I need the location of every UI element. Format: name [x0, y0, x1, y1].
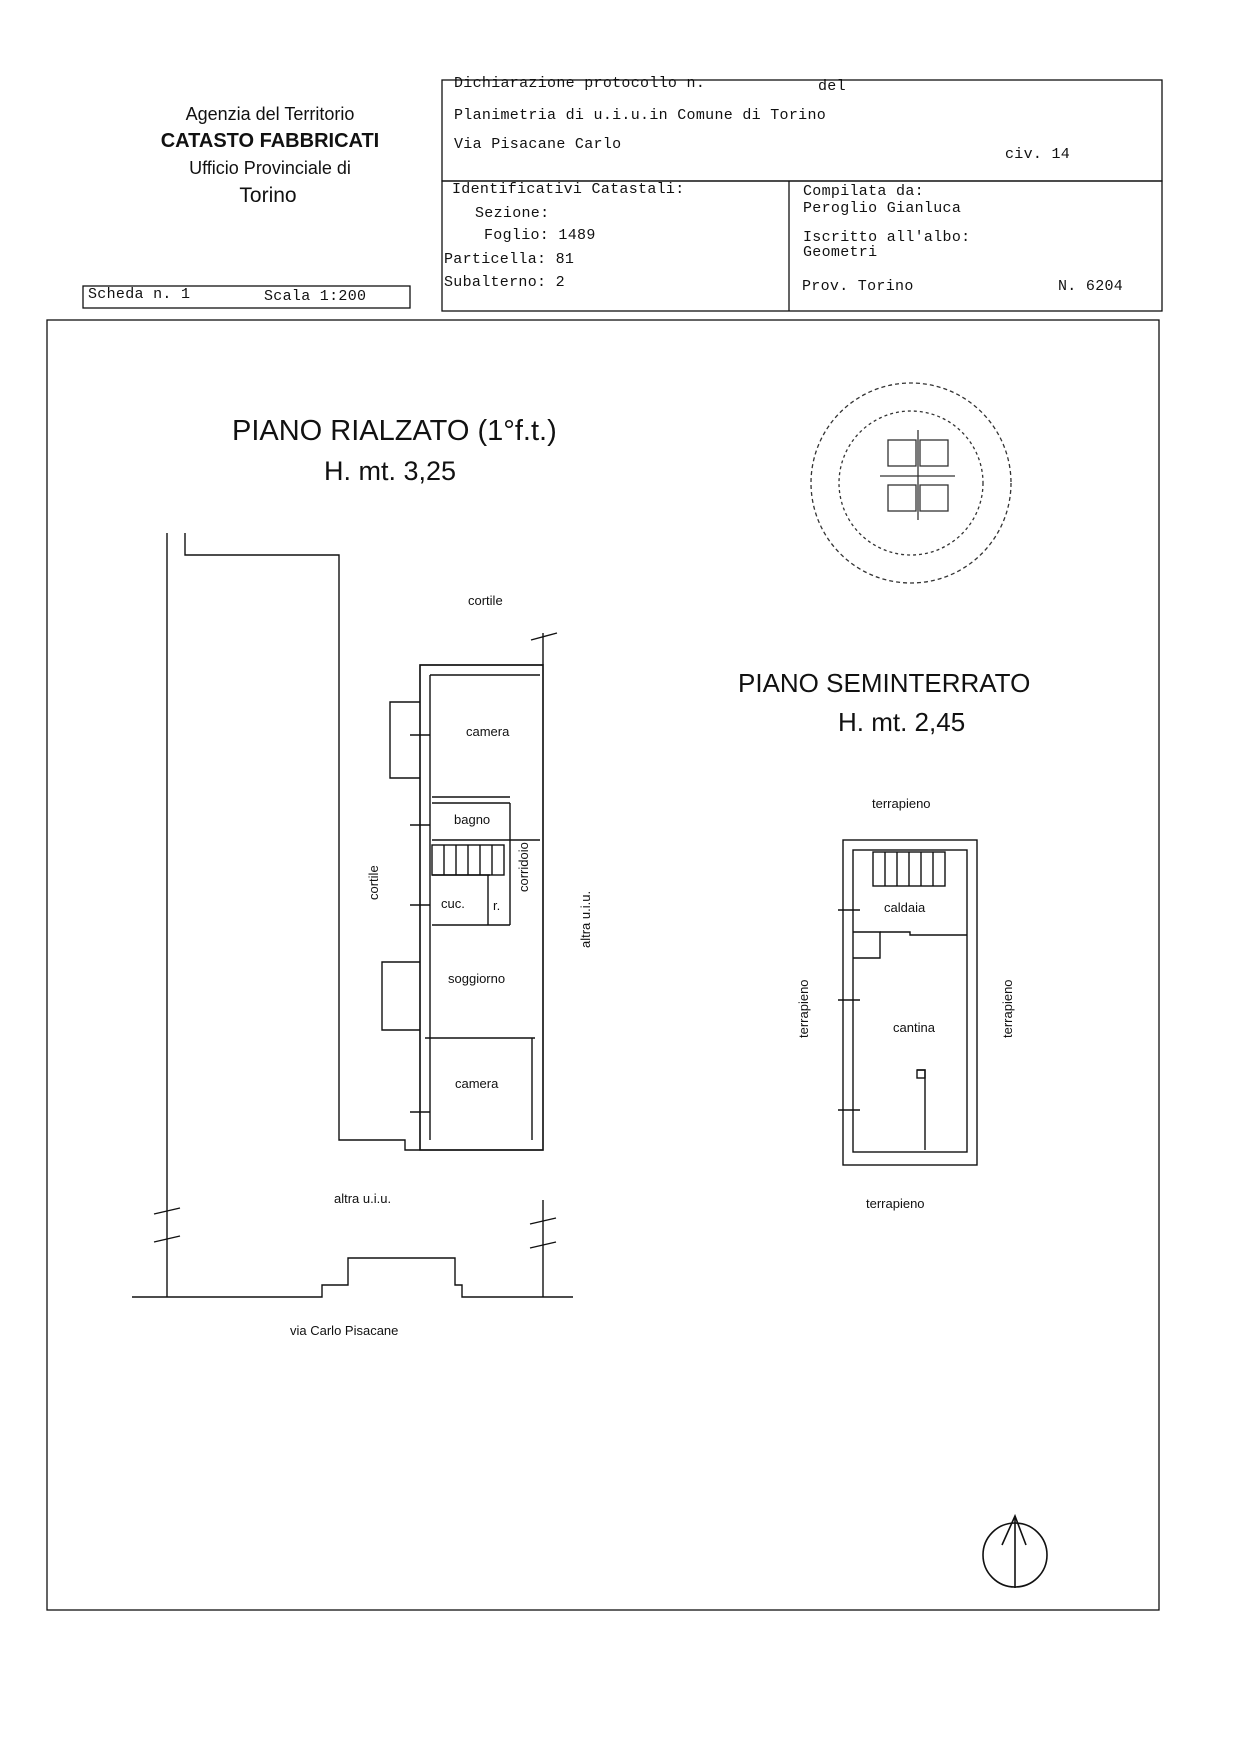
label-cuc: cuc. [441, 896, 465, 911]
compiler-name: Peroglio Gianluca [803, 200, 962, 217]
registration-number: N. 6204 [1058, 278, 1124, 295]
iscritto-label: Iscritto all'albo: [803, 229, 971, 246]
header-bottom-box [441, 180, 1163, 312]
north-arrow-icon [982, 1513, 1048, 1588]
label-caldaia: caldaia [884, 900, 926, 915]
albo-value: Geometri [803, 244, 878, 261]
label-terrapieno-left: terrapieno [796, 979, 811, 1038]
professional-stamp [810, 382, 1012, 584]
ground-floor-height: H. mt. 3,25 [324, 456, 456, 486]
agency-name: Agenzia del Territorio [185, 104, 355, 124]
label-cantina: cantina [893, 1020, 936, 1035]
ground-floor-plan [132, 533, 573, 1298]
agency-office: Ufficio Provinciale di [189, 158, 351, 178]
label-terrapieno-top: terrapieno [872, 796, 931, 811]
basement-plan [838, 839, 978, 1166]
agency-city: Torino [239, 184, 297, 207]
sezione-label: Sezione: [475, 205, 550, 222]
civic-number: civ. 14 [1005, 146, 1071, 163]
foglio-value: Foglio: 1489 [484, 227, 596, 244]
basement-title: PIANO SEMINTERRATO [738, 668, 1030, 698]
label-camera-1: camera [466, 724, 510, 739]
ground-floor-title: PIANO RIALZATO (1°f.t.) [232, 415, 557, 447]
label-bagno: bagno [454, 812, 490, 827]
declaration-date-label: del [818, 78, 846, 95]
label-altra-bottom: altra u.i.u. [334, 1191, 391, 1206]
particella-value: Particella: 81 [444, 251, 575, 268]
scheda-number: Scheda n. 1 [88, 286, 191, 303]
label-cortile-top: cortile [468, 593, 503, 608]
subalterno-value: Subalterno: 2 [444, 274, 565, 291]
label-cortile-side: cortile [366, 865, 381, 900]
identificativi-label: Identificativi Catastali: [452, 181, 685, 198]
scale: Scala 1:200 [264, 288, 367, 305]
label-street: via Carlo Pisacane [290, 1323, 398, 1338]
basement-height: H. mt. 2,45 [838, 707, 965, 737]
compilata-label: Compilata da: [803, 183, 924, 200]
label-corridoio: corridoio [516, 842, 531, 892]
agency-department: CATASTO FABBRICATI [160, 130, 380, 152]
header-top-box [441, 79, 1163, 182]
label-altra-side: altra u.i.u. [578, 891, 593, 948]
label-soggiorno: soggiorno [448, 971, 505, 986]
planimetria-text: Planimetria di u.i.u.in Comune di Torino [454, 107, 827, 124]
province: Prov. Torino [802, 278, 914, 295]
street-text: Via Pisacane Carlo [454, 136, 622, 153]
main-frame [46, 319, 1160, 1611]
scheda-box [82, 285, 411, 309]
declaration-label: Dichiarazione protocollo n. [454, 75, 706, 92]
label-camera-2: camera [455, 1076, 499, 1091]
label-terrapieno-bottom: terrapieno [866, 1196, 925, 1211]
label-terrapieno-right: terrapieno [1000, 979, 1015, 1038]
label-r: r. [493, 898, 500, 913]
